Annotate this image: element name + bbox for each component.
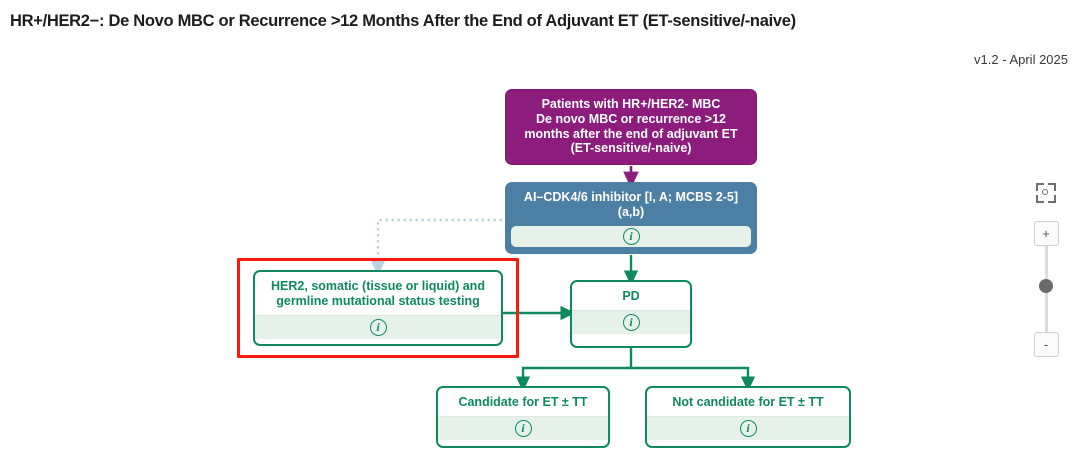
node-title: AI–CDK4/6 inhibitor [I, A; MCBS 2-5] (a,… <box>506 183 756 226</box>
fit-view-corner-bottom-right <box>1048 195 1056 203</box>
zoom-in-button[interactable]: + <box>1033 221 1059 246</box>
node-title-line: PD <box>622 289 640 303</box>
version-label: v1.2 - April 2025 <box>974 52 1068 67</box>
zoom-slider-track[interactable] <box>1039 246 1053 332</box>
node-candidate-for-et-tt[interactable]: Candidate for ET ± TT i <box>436 386 610 448</box>
node-title: Patients with HR+/HER2- MBC De novo MBC … <box>506 90 756 164</box>
node-info-strip[interactable]: i <box>438 415 608 440</box>
fit-view-icon[interactable] <box>1035 182 1057 204</box>
selection-highlight <box>237 258 519 358</box>
node-title-line: AI–CDK4/6 inhibitor [I, A; MCBS 2-5] <box>523 190 739 204</box>
node-title-line: germline mutational status testing <box>276 293 480 308</box>
zoom-out-button[interactable]: - <box>1033 332 1059 357</box>
edge-pd-to-outcomes <box>515 348 756 392</box>
flowchart-canvas[interactable]: Patients with HR+/HER2- MBC De novo MBC … <box>0 72 1080 471</box>
node-info-strip[interactable]: i <box>572 309 690 334</box>
node-info-strip[interactable]: i <box>511 225 751 247</box>
node-patients-hr-her2-mbc[interactable]: Patients with HR+/HER2- MBC De novo MBC … <box>505 89 757 165</box>
node-info-strip[interactable]: i <box>255 314 501 339</box>
node-title-line: (a,b) <box>617 204 645 219</box>
info-icon[interactable]: i <box>622 227 640 245</box>
node-pd[interactable]: PD i <box>570 280 692 348</box>
fit-view-corner-top-right <box>1048 183 1056 191</box>
node-title: Not candidate for ET ± TT <box>647 388 849 416</box>
node-title-line: months after the end of adjuvant ET <box>524 126 738 141</box>
node-title-line: Not candidate for ET ± TT <box>672 395 824 409</box>
node-title: Candidate for ET ± TT <box>438 388 608 416</box>
fit-view-center-dot <box>1042 189 1048 195</box>
node-title: HER2, somatic (tissue or liquid) and ger… <box>255 272 501 315</box>
zoom-controls[interactable]: + - <box>1026 182 1066 357</box>
zoom-slider-group[interactable]: + - <box>1033 221 1059 357</box>
node-title-line: Patients with HR+/HER2- MBC <box>541 97 721 111</box>
info-icon[interactable]: i <box>514 419 532 437</box>
info-icon[interactable]: i <box>739 419 757 437</box>
fit-view-corner-bottom-left <box>1036 195 1044 203</box>
page-title: HR+/HER2−: De Novo MBC or Recurrence >12… <box>10 12 796 30</box>
node-title: PD <box>572 282 690 310</box>
node-title-line: (ET-sensitive/-naive) <box>570 141 692 156</box>
node-info-strip[interactable]: i <box>647 415 849 440</box>
zoom-slider-handle[interactable] <box>1039 279 1053 293</box>
info-icon[interactable]: i <box>622 313 640 331</box>
node-title-line: De novo MBC or recurrence >12 <box>536 111 726 126</box>
node-title-line: HER2, somatic (tissue or liquid) and <box>271 279 485 293</box>
node-ai-cdk46-inhibitor[interactable]: AI–CDK4/6 inhibitor [I, A; MCBS 2-5] (a,… <box>505 182 757 254</box>
node-title-line: Candidate for ET ± TT <box>458 395 588 409</box>
node-not-candidate-for-et-tt[interactable]: Not candidate for ET ± TT i <box>645 386 851 448</box>
fit-view-corner-top-left <box>1036 183 1044 191</box>
node-her2-somatic-germline-testing[interactable]: HER2, somatic (tissue or liquid) and ger… <box>253 270 503 346</box>
info-icon[interactable]: i <box>369 318 387 336</box>
